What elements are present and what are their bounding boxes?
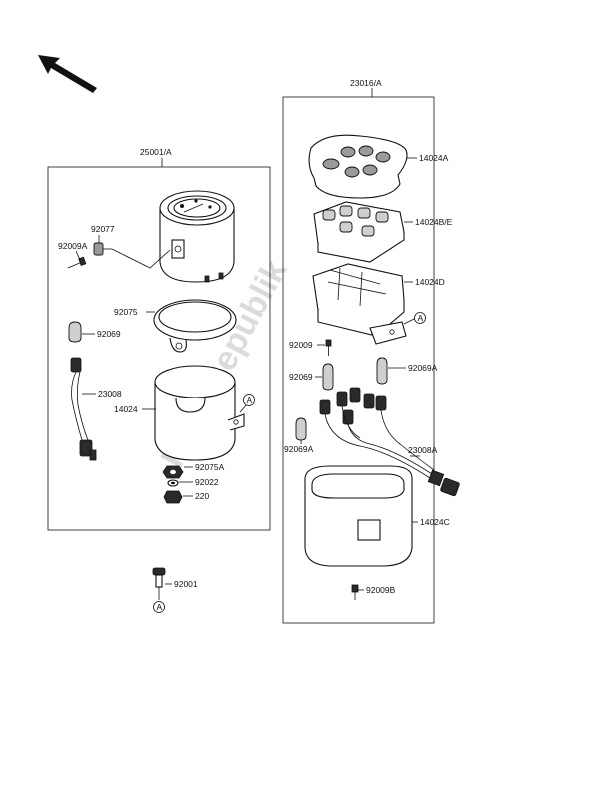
bulb-92069	[68, 321, 82, 343]
label-92075: 92075	[114, 307, 138, 317]
screw-92009	[325, 339, 332, 356]
left-assembly: 25001/A 92077 9200	[47, 147, 271, 531]
left-group-frame	[47, 166, 271, 531]
label-92069A-right: 92069A	[408, 363, 438, 373]
bulb-92069A-left	[295, 417, 307, 441]
harness-23008	[70, 357, 97, 461]
label-92077: 92077	[91, 224, 115, 234]
label-14024A: 14024A	[419, 153, 449, 163]
label-92069: 92069	[97, 329, 121, 339]
label-92009: 92009	[289, 340, 313, 350]
case-14024C	[304, 465, 413, 567]
label-14024C: 14024C	[420, 517, 450, 527]
ref-mark-A-left-text: A	[247, 395, 253, 405]
right-group-title: 23016/A	[350, 78, 382, 88]
label-220: 220	[195, 491, 209, 501]
bulb-92069-right	[322, 363, 334, 391]
label-92001: 92001	[174, 579, 198, 589]
right-group-frame	[282, 96, 435, 624]
ref-mark-A-right-text: A	[418, 313, 424, 323]
label-14024BE: 14024B/E	[415, 217, 453, 227]
left-group-title: 25001/A	[140, 147, 172, 157]
ref-mark-A-bottom	[153, 601, 165, 613]
cover-14024	[154, 365, 245, 461]
label-92069A-left: 92069A	[284, 444, 314, 454]
speedometer-unit	[159, 190, 235, 283]
lens-block-14024BE	[313, 201, 405, 263]
nut-92075A	[162, 465, 184, 479]
screw-92009A	[67, 256, 87, 269]
ref-mark-A-right	[414, 312, 426, 324]
bolt-92001	[152, 567, 166, 600]
label-92075A: 92075A	[195, 462, 225, 472]
bulb-92069A-right	[376, 357, 388, 385]
ring-92075	[153, 299, 237, 353]
label-23008: 23008	[98, 389, 122, 399]
lamp-socket-92077	[93, 235, 171, 269]
cover-14024A	[308, 134, 408, 199]
harness-23008A	[319, 387, 460, 497]
label-14024D: 14024D	[415, 277, 445, 287]
label-23008A: 23008A	[408, 445, 438, 455]
washer-92022	[167, 479, 179, 487]
nut-220	[163, 490, 183, 504]
ref-mark-A-left	[243, 394, 255, 406]
label-92022: 92022	[195, 477, 219, 487]
ref-mark-A-bottom-text: A	[157, 602, 163, 612]
label-92009A: 92009A	[58, 241, 88, 251]
front-arrow-icon	[38, 55, 97, 93]
right-assembly: 23016/A 14024A 14024B/E	[282, 78, 460, 624]
screw-92009B	[351, 584, 359, 600]
label-14024: 14024	[114, 404, 138, 414]
housing-14024D	[312, 263, 407, 345]
label-92069-right: 92069	[289, 372, 313, 382]
label-92009B: 92009B	[366, 585, 396, 595]
